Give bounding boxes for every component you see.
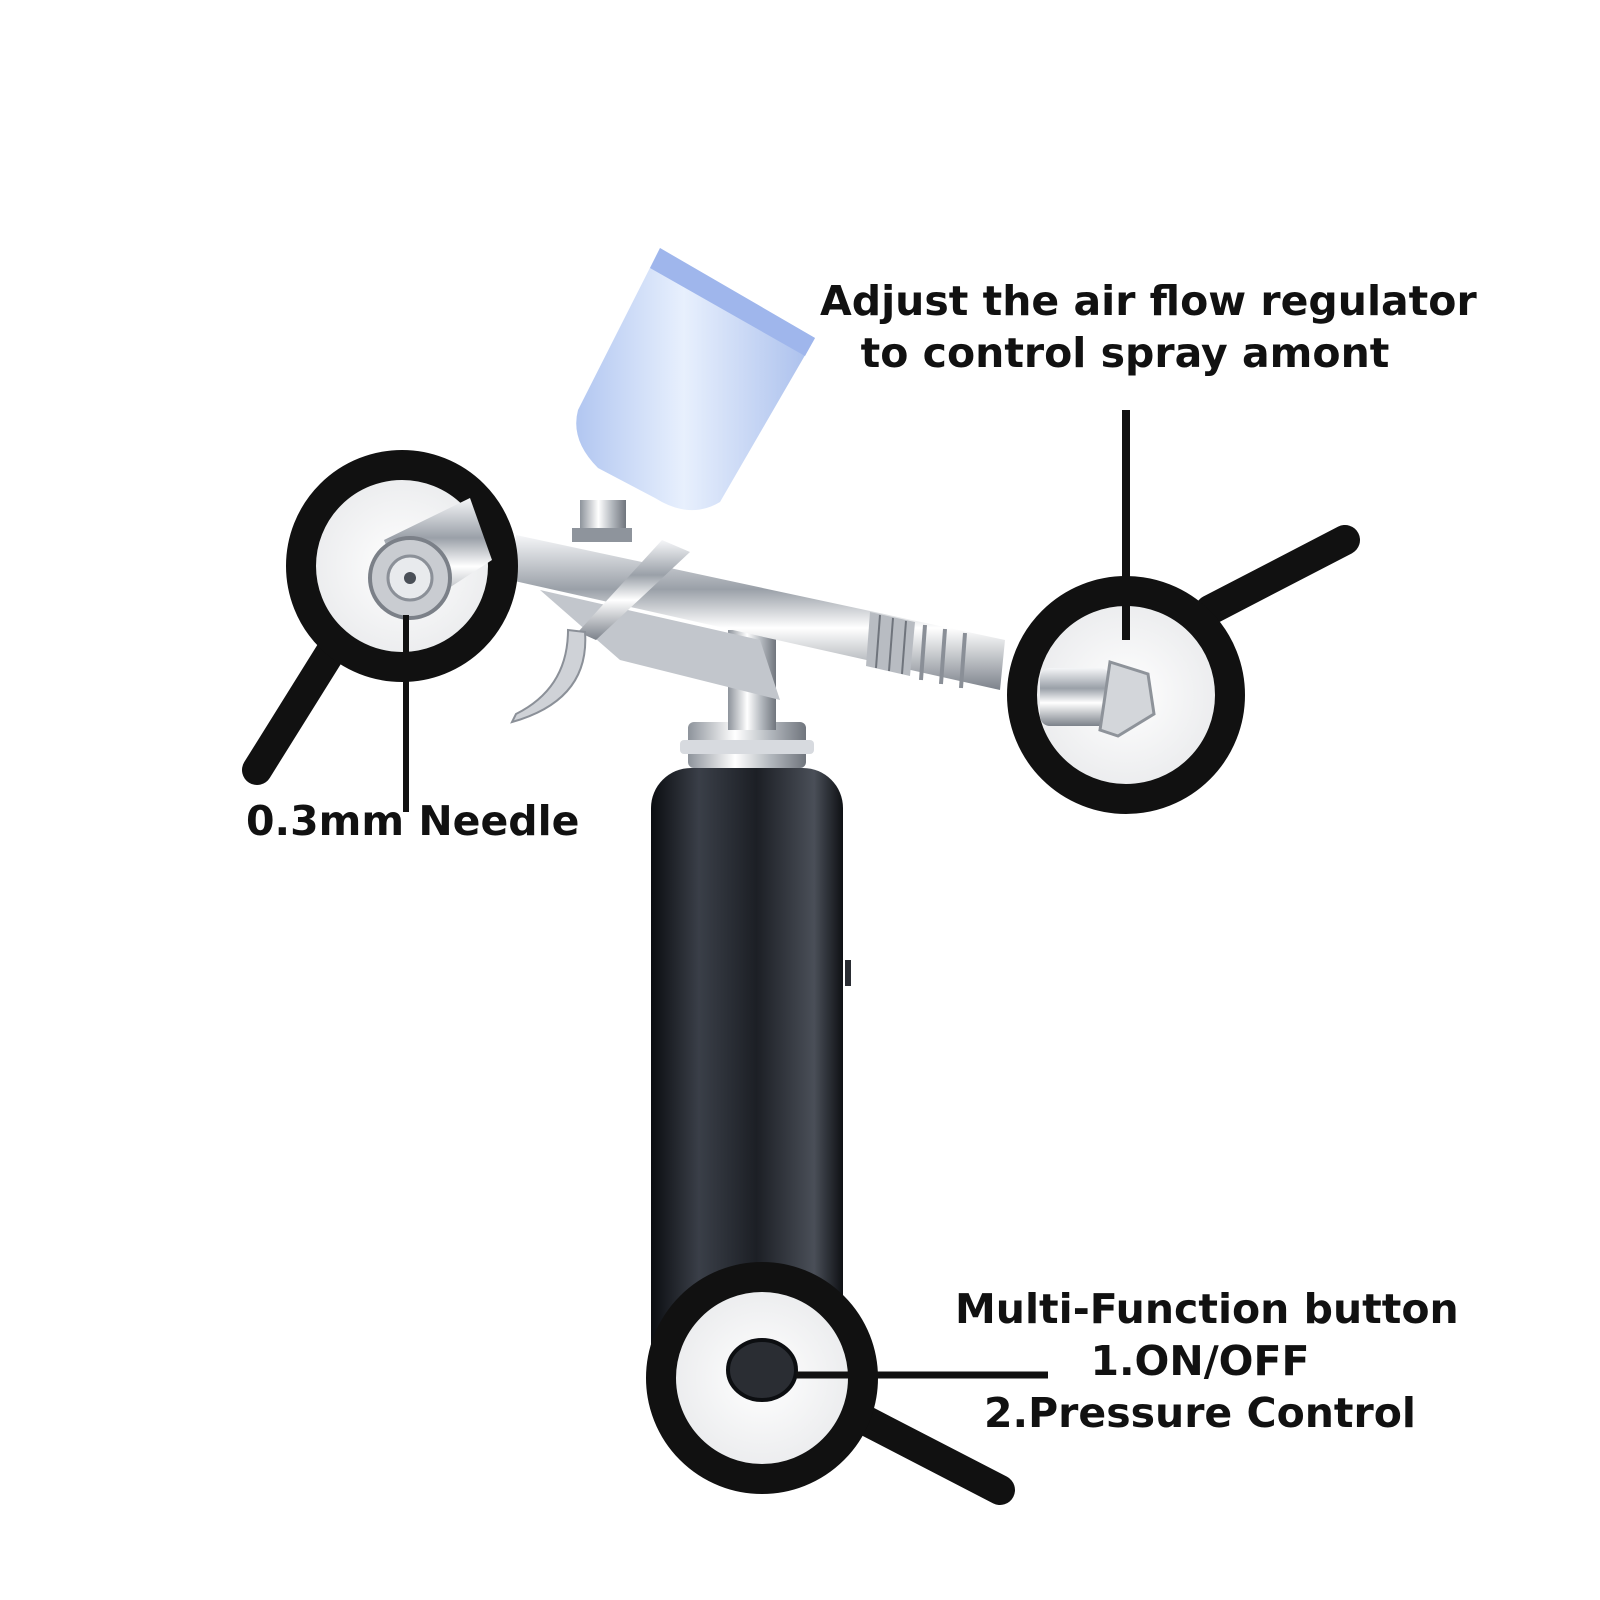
nozzle-closeup xyxy=(368,498,492,620)
button-label-line-2: 1.ON/OFF xyxy=(1090,1337,1310,1385)
regulator-callout xyxy=(1007,410,1360,814)
trigger xyxy=(510,540,690,724)
needle-label: 0.3mm Needle xyxy=(246,795,580,847)
paint-cup xyxy=(572,248,815,542)
needle-callout xyxy=(242,450,518,812)
airbrush-barrel xyxy=(510,535,1005,700)
button-label: Multi-Function button 1.ON/OFF 2.Pressur… xyxy=(955,1283,1459,1439)
compressor-body xyxy=(651,722,851,1418)
button-label-line-1: Multi-Function button xyxy=(955,1285,1459,1333)
regulator-label-line-1: Adjust the air flow regulator xyxy=(820,277,1477,325)
regulator-label: Adjust the air flow regulator to control… xyxy=(820,275,1477,379)
regulator-knob-closeup xyxy=(1040,660,1156,738)
regulator-label-line-2: to control spray amont xyxy=(860,329,1390,377)
button-label-line-3: 2.Pressure Control xyxy=(984,1389,1416,1437)
button-callout xyxy=(646,1262,1048,1505)
needle-label-text: 0.3mm Needle xyxy=(246,797,580,845)
multi-function-button-closeup xyxy=(726,1338,798,1402)
